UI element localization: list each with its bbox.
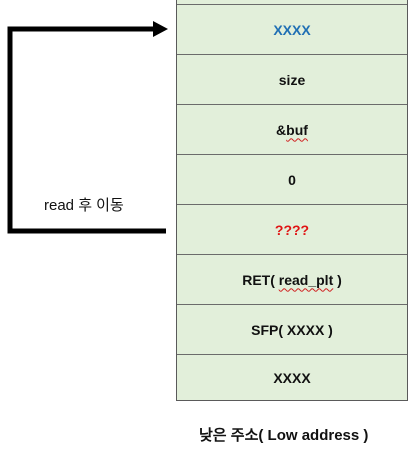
stack-cell-ret: RET( read_plt ) xyxy=(177,254,407,304)
flow-arrowhead xyxy=(153,21,168,37)
stack-frame: XXXX size &buf 0 ???? RET( read_plt ) SF… xyxy=(176,0,408,401)
stack-cell-size: size xyxy=(177,54,407,104)
stack-cell-buf-address: &buf xyxy=(177,104,407,154)
stack-cell-zero: 0 xyxy=(177,154,407,204)
stack-cell-sfp: SFP( XXXX ) xyxy=(177,304,407,354)
low-address-caption: 낮은 주소( Low address ) xyxy=(199,427,369,444)
arrow-label: read 후 이동 xyxy=(44,197,124,214)
stack-cell-bottom: XXXX xyxy=(177,354,407,401)
stack-cell-return-target: XXXX xyxy=(177,4,407,54)
stack-cell-unknown: ???? xyxy=(177,204,407,254)
